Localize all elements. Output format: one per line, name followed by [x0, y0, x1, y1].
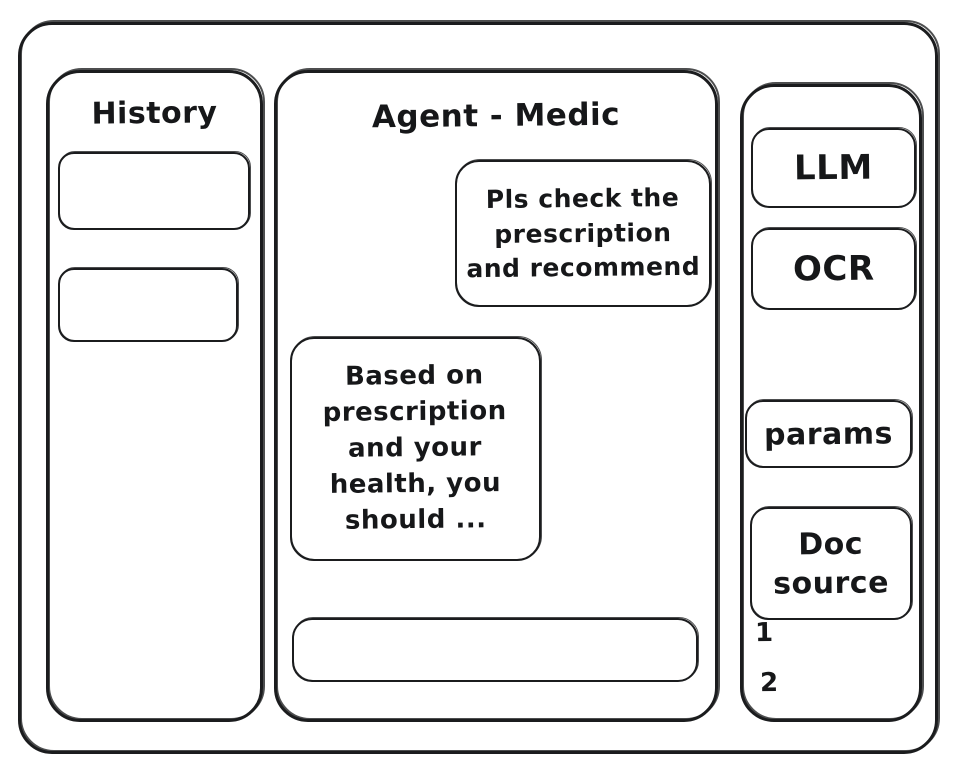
doc-source-item-1[interactable]: 1 [754, 617, 774, 649]
history-panel-title: History [91, 95, 218, 132]
user-message-text: Pls check the prescription and recommend [466, 182, 701, 283]
tool-button-doc-source[interactable]: Doc source [750, 506, 913, 620]
doc-source-item-2[interactable]: 2 [759, 667, 779, 699]
agent-message-text: Based on prescription and your health, y… [322, 360, 508, 536]
user-message-bubble: Pls check the prescription and recommend [455, 159, 712, 307]
history-list-item[interactable] [58, 151, 251, 230]
tool-button-doc-source-label: Doc source [773, 526, 890, 602]
agent-panel-title: Agent - Medic [371, 96, 621, 136]
tool-button-params[interactable]: params [745, 399, 913, 468]
tool-button-llm[interactable]: LLM [751, 127, 917, 208]
history-list-item[interactable] [58, 267, 239, 342]
tool-button-ocr-label: OCR [792, 248, 875, 290]
tool-button-params-label: params [763, 415, 894, 453]
tool-button-llm-label: LLM [793, 147, 874, 189]
message-composer-input[interactable] [292, 617, 699, 682]
tool-button-ocr[interactable]: OCR [751, 227, 917, 310]
agent-message-bubble: Based on prescription and your health, y… [290, 336, 542, 561]
